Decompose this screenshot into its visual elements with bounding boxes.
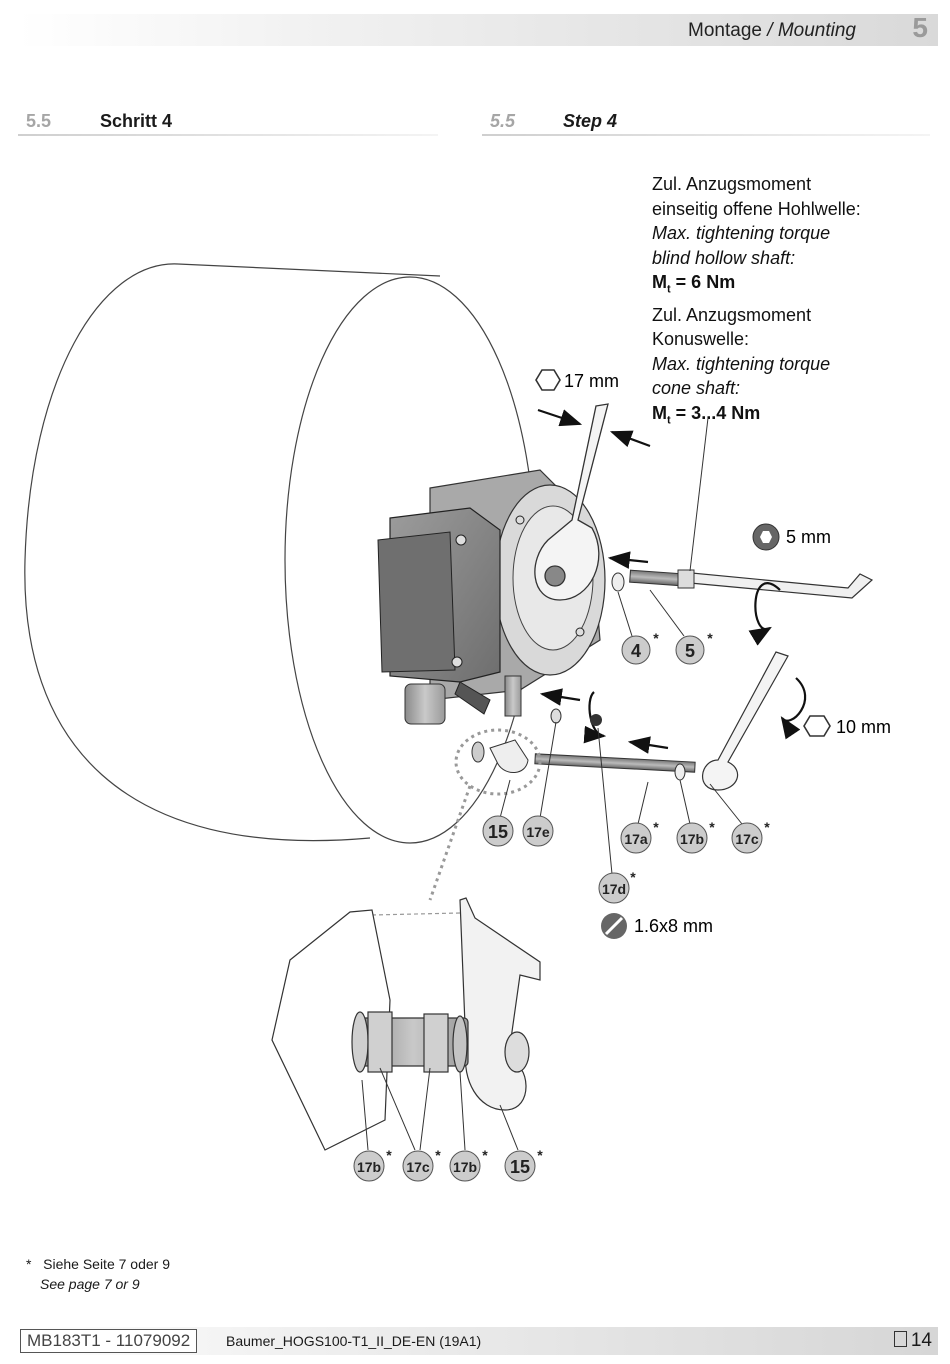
callout-detail-17c: 17c * [402,1147,441,1182]
wrench-17mm [534,403,609,601]
callout-17b: 17b * [676,819,715,854]
svg-text:*: * [435,1147,441,1163]
torque-line2-de: einseitig offene Hohlwelle: [652,198,861,219]
torque-line3-de: Zul. Anzugsmoment [652,304,812,325]
section-rule-en [482,134,930,136]
svg-text:17a: 17a [624,831,648,847]
torque-line4-de: Konuswelle: [652,329,750,350]
torque-line1-en: Max. tightening torque [652,223,831,244]
parts-assembly [371,651,789,916]
header-separator: / [761,20,778,41]
torque-line2-en: blind hollow shaft: [652,247,796,268]
leader-lines [361,589,743,1151]
pin-drift-icon [601,913,627,939]
hex-socket-icon [752,523,780,551]
svg-text:17b: 17b [680,831,704,847]
detail-view [271,897,541,1151]
svg-text:17b: 17b [453,1159,477,1175]
svg-text:*: * [653,630,659,646]
svg-text:*: * [537,1147,543,1163]
torque-value2: Mt = 3...4 Nm [652,402,761,427]
callout-17d: 17d* [598,869,636,904]
callout-detail-17b-1: 17b * [353,1147,392,1182]
section-rule-de [18,134,438,136]
section-number-de: 5.5 [26,111,52,131]
part-callouts: 4* 5* 15 17e 17a* 17b* 17c* 17d* 17b* 17… [353,630,770,1182]
svg-text:17b: 17b [357,1159,381,1175]
header-title-de: Montage [688,20,762,41]
torque-line4-en: cone shaft: [652,378,741,399]
page-icon [893,1331,907,1347]
tool-5mm-label: 5 mm [786,527,831,547]
callout-17c: 17c * [731,819,770,854]
document-file-name: Baumer_HOGS100-T1_II_DE-EN (19A1) [226,1333,482,1349]
callout-15: 15 [482,815,514,847]
svg-text:*: * [653,819,659,835]
svg-text:15: 15 [488,822,508,842]
section-number-en: 5.5 [490,111,516,131]
header-title-en: Mounting [777,20,856,41]
torque-line3-en: Max. tightening torque [652,353,831,374]
svg-text:17c: 17c [735,831,759,847]
svg-text:*: * [764,819,770,835]
hex-nut-icon [535,369,561,391]
svg-text:17d: 17d [602,881,626,897]
callout-5: 5* [675,630,713,665]
callout-17e: 17e [522,815,554,847]
tool-17mm-label: 17 mm [564,371,619,391]
footnote-de: Siehe Seite 7 oder 9 [43,1256,170,1272]
callout-detail-17b-2: 17b * [449,1147,488,1182]
header-title: Montage / Mounting [688,20,856,42]
page-number: 14 [893,1330,932,1352]
hex-key [611,417,874,599]
svg-text:4: 4 [631,641,641,661]
torque-spec: Zul. Anzugsmoment einseitig offene Hohlw… [652,172,932,433]
tool-pin-label: 1.6x8 mm [634,916,713,936]
torque-value1: Mt = 6 Nm [652,272,736,296]
section-title-en: Step 4 [563,111,618,131]
footnote-mark: * [26,1256,32,1272]
svg-text:*: * [709,819,715,835]
callout-4: 4* [621,630,659,665]
svg-text:17c: 17c [406,1159,430,1175]
mounting-illustration: 17 mm 5 mm 10 mm 1.6x8 mm 4* 5* 15 17e 1… [24,263,891,1182]
svg-text:5: 5 [685,641,695,661]
torque-line1-de: Zul. Anzugsmoment [652,174,812,194]
hex-nut-icon-10 [803,715,831,737]
footnote-en: See page 7 or 9 [40,1276,140,1292]
document-id: MB183T1 - 11079092 [20,1329,198,1353]
svg-text:*: * [386,1147,392,1163]
chapter-number: 5 [912,12,928,43]
svg-text:17e: 17e [526,824,550,840]
header-bar [18,14,938,46]
svg-text:*: * [482,1147,488,1163]
svg-text:15: 15 [510,1157,530,1177]
direction-arrows [537,408,807,754]
tool-10mm-label: 10 mm [836,717,891,737]
svg-text:*: * [707,630,713,646]
section-title-de: Schritt 4 [100,111,173,131]
svg-text:*: * [630,869,636,885]
footnote: * Siehe Seite 7 oder 9 See page 7 or 9 [26,1254,170,1294]
callout-detail-15: 15 * [504,1147,543,1182]
callout-17a: 17a * [620,819,659,854]
